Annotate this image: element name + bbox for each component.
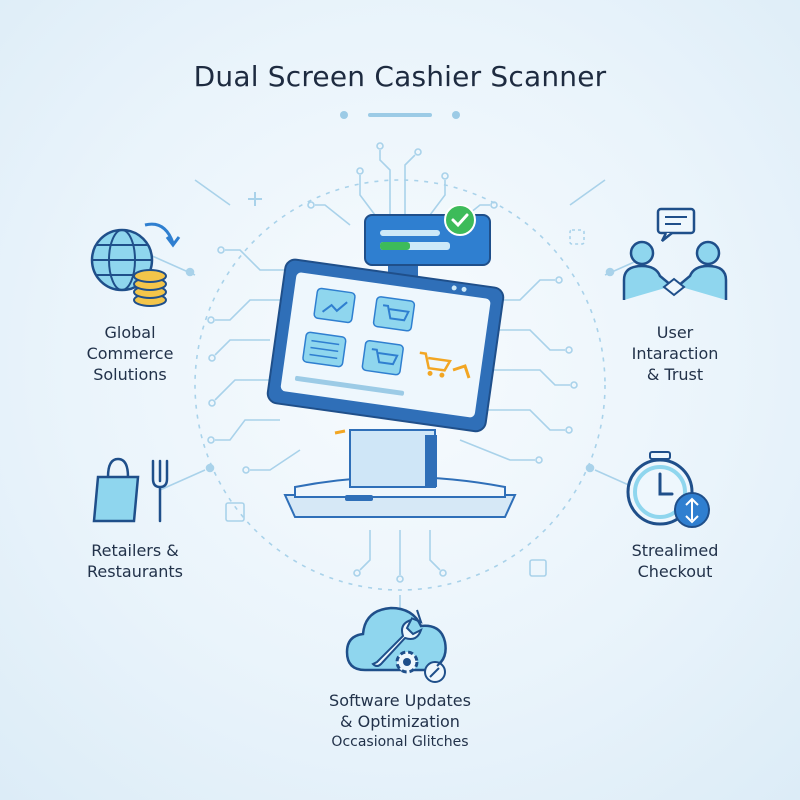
stopwatch-icon: [626, 451, 710, 528]
global-commerce-label: Global Commerce Solutions: [86, 323, 174, 384]
globe-coins-icon: [90, 222, 181, 307]
user-interaction-label: User Intaraction & Trust: [631, 323, 719, 384]
retailers-restaurants-label: Retailers & Restaurants: [87, 541, 183, 581]
cloud-gear-icon: [345, 606, 447, 683]
page-title: Dual Screen Cashier Scanner: [193, 60, 607, 93]
software-updates-label: Software Updates & Optimization Occasion…: [329, 691, 471, 750]
shopping-bag-fork-icon: [92, 457, 169, 523]
pos-terminal-icon: [266, 205, 517, 518]
streamlined-checkout-label: Strealimed Checkout: [631, 541, 719, 581]
handshake-people-icon: [622, 207, 728, 300]
title-divider: [340, 111, 460, 119]
